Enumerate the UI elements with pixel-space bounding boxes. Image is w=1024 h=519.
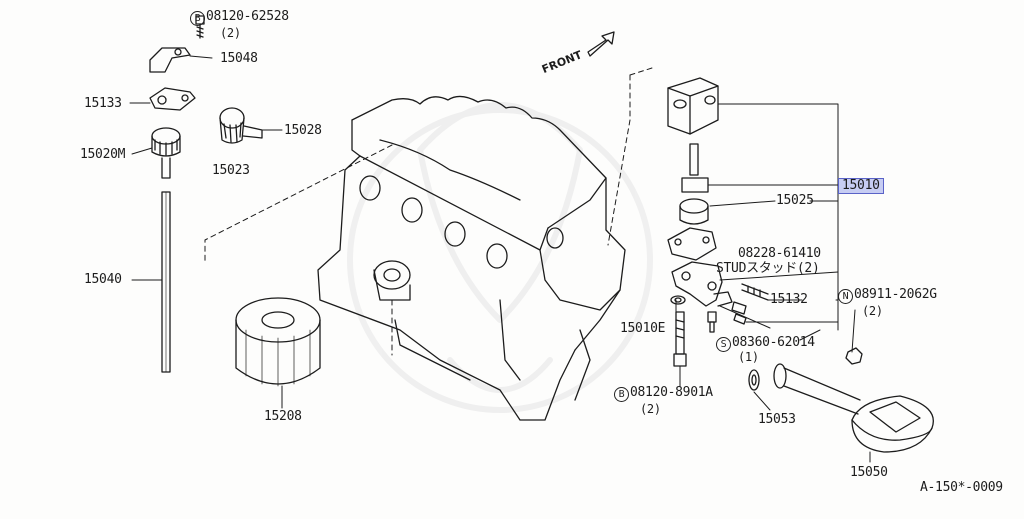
pump-housing: [667, 77, 719, 135]
stud-part-number: 08228-61410: [738, 246, 821, 261]
part-number: 08120-62528: [206, 9, 289, 24]
bolt-bottom: [673, 311, 687, 367]
screw-prefix-icon: S: [716, 337, 731, 352]
bolt-prefix-icon: B: [190, 11, 205, 26]
watermark-emblem: [347, 102, 653, 413]
part-label-15040: 15040: [84, 272, 122, 287]
engine-block: [317, 95, 626, 421]
gear-15023: [219, 107, 263, 144]
cover-15133: [149, 87, 196, 111]
part-label-15025: 15025: [776, 193, 814, 208]
part-label-15023: 15023: [212, 163, 250, 178]
part-label-15133: 15133: [84, 96, 122, 111]
part-label-15020M: 15020M: [80, 147, 126, 162]
part-label-15050: 15050: [850, 465, 888, 480]
gasket: [667, 227, 717, 261]
front-arrow-icon: [587, 31, 615, 57]
part-label-15132: 15132: [770, 292, 808, 307]
part-label-15208: 15208: [264, 409, 302, 424]
part-number: 08360-62014: [732, 335, 815, 350]
nut: [845, 347, 863, 365]
stud: [741, 283, 769, 301]
shaft-15040: [161, 191, 171, 373]
washer-15010E: [670, 295, 686, 305]
o-ring-15053: [748, 369, 760, 391]
rotor-15025: [679, 198, 709, 225]
part-label-15010E: 15010E: [620, 321, 666, 336]
small-bolt: [707, 311, 717, 333]
pump-shaft-15010: [681, 143, 709, 193]
part-label-15028: 15028: [284, 123, 322, 138]
screw-qty: (1): [738, 350, 759, 364]
projection-lines: [204, 67, 653, 356]
diagram-code: A-150*-0009: [920, 480, 1003, 495]
part-label-15053: 15053: [758, 412, 796, 427]
part-number: 08911-2062G: [854, 287, 937, 302]
plug-15132: [731, 301, 747, 315]
gear-15020M: [151, 127, 181, 179]
leader-lines: [129, 55, 871, 463]
oil-filter-15208: [235, 297, 321, 387]
pump-cover: [671, 261, 733, 307]
bolt-bottom-qty: (2): [640, 402, 661, 416]
part-label-15010-highlighted[interactable]: 15010: [838, 178, 884, 194]
nut-qty: (2): [862, 304, 883, 318]
stud-description: STUDスタッド(2): [716, 261, 820, 276]
oil-strainer-15050: [773, 363, 934, 453]
bracket-15048: [149, 47, 191, 73]
screw: [733, 313, 747, 325]
bolt-bottom-prefix-icon: B: [614, 387, 629, 402]
nut-prefix-icon: N: [838, 289, 853, 304]
part-label-15048: 15048: [220, 51, 258, 66]
bolt-top-qty: (2): [220, 26, 241, 40]
part-number: 08120-8901A: [630, 385, 713, 400]
